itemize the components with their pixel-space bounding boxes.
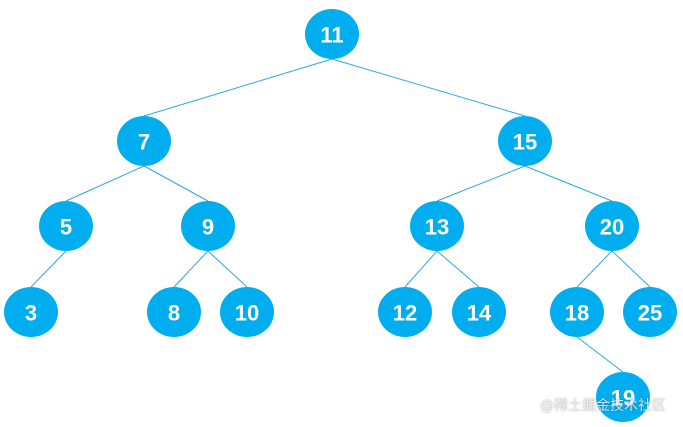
node-label-3: 3 xyxy=(25,301,37,326)
tree-node-25: 25 xyxy=(623,287,677,337)
tree-node-14: 14 xyxy=(452,287,506,337)
node-label-19: 19 xyxy=(611,386,635,411)
edge-20-18 xyxy=(576,250,613,288)
edge-11-15 xyxy=(331,58,526,117)
edge-15-13 xyxy=(436,165,526,202)
edge-13-12 xyxy=(404,250,438,288)
tree-node-8: 8 xyxy=(147,287,201,337)
edge-20-25 xyxy=(611,250,651,288)
node-circle-7 xyxy=(117,116,171,166)
tree-node-12: 12 xyxy=(378,287,432,337)
edge-9-10 xyxy=(207,250,248,288)
node-circle-12 xyxy=(378,287,432,337)
node-circle-25 xyxy=(623,287,677,337)
node-circle-5 xyxy=(39,201,93,251)
edge-11-7 xyxy=(143,58,333,117)
tree-node-5: 5 xyxy=(39,201,93,251)
node-circle-18 xyxy=(550,287,604,337)
node-circle-13 xyxy=(410,201,464,251)
node-label-25: 25 xyxy=(638,301,662,326)
node-circle-10 xyxy=(220,287,274,337)
tree-nodes: 11 7 15 5 9 13 20 3 8 10 12 14 18 25 19 xyxy=(4,9,677,422)
tree-node-15: 15 xyxy=(498,116,552,166)
node-circle-3 xyxy=(4,287,58,337)
node-label-10: 10 xyxy=(235,301,259,326)
node-label-14: 14 xyxy=(467,301,492,326)
node-label-5: 5 xyxy=(60,215,72,240)
node-circle-8 xyxy=(147,287,201,337)
edge-18-19 xyxy=(576,336,624,373)
tree-node-20: 20 xyxy=(585,201,639,251)
tree-node-18: 18 xyxy=(550,287,604,337)
edge-7-5 xyxy=(65,165,145,202)
edge-13-14 xyxy=(436,250,480,288)
node-circle-15 xyxy=(498,116,552,166)
node-label-8: 8 xyxy=(168,301,180,326)
edge-9-8 xyxy=(173,250,209,288)
node-label-11: 11 xyxy=(320,23,343,48)
tree-node-10: 10 xyxy=(220,287,274,337)
node-circle-9 xyxy=(181,201,235,251)
edge-15-20 xyxy=(524,165,613,202)
tree-node-7: 7 xyxy=(117,116,171,166)
node-label-13: 13 xyxy=(425,215,449,240)
node-circle-14 xyxy=(452,287,506,337)
node-circle-20 xyxy=(585,201,639,251)
node-label-18: 18 xyxy=(565,301,589,326)
tree-node-13: 13 xyxy=(410,201,464,251)
node-label-12: 12 xyxy=(393,301,417,326)
node-label-20: 20 xyxy=(600,215,624,240)
tree-node-19: 19 xyxy=(596,372,650,422)
node-circle-11 xyxy=(305,9,359,59)
edge-5-3 xyxy=(30,250,67,288)
tree-node-9: 9 xyxy=(181,201,235,251)
node-circle-19 xyxy=(596,372,650,422)
node-label-15: 15 xyxy=(513,130,537,155)
tree-node-3: 3 xyxy=(4,287,58,337)
tree-node-11: 11 xyxy=(305,9,359,59)
tree-edges xyxy=(30,58,651,373)
node-label-7: 7 xyxy=(138,130,150,155)
node-label-9: 9 xyxy=(202,215,214,240)
edge-7-9 xyxy=(143,165,209,202)
watermark-text: @稀土掘金技术社区 xyxy=(540,398,666,414)
